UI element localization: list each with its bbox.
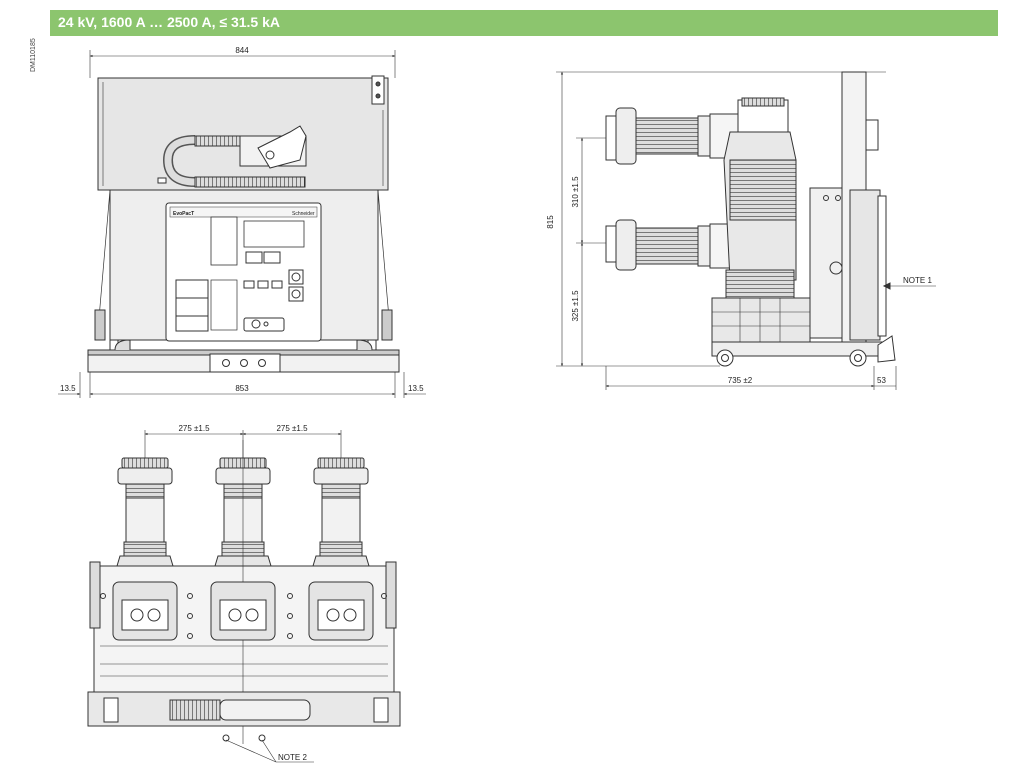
dim-815: 815 <box>546 215 555 229</box>
panel-logo: Schneider <box>292 211 315 217</box>
dim-853: 853 <box>235 384 249 393</box>
dim-13-5-right: 13.5 <box>408 384 424 393</box>
dim-275-right: 275 ±1.5 <box>276 424 308 433</box>
page-title: 24 kV, 1600 A … 2500 A, ≤ 31.5 kA <box>58 14 280 30</box>
dim-325: 325 ±1.5 <box>571 290 580 322</box>
front-view <box>58 50 426 398</box>
panel-brand: EvoPacT <box>173 211 194 217</box>
note-1: NOTE 1 <box>903 276 932 285</box>
dim-310: 310 ±1.5 <box>571 176 580 208</box>
dim-53: 53 <box>877 376 886 385</box>
dim-13-5-left: 13.5 <box>60 384 76 393</box>
side-view <box>556 71 936 390</box>
header-bar: 24 kV, 1600 A … 2500 A, ≤ 31.5 kA <box>50 10 998 36</box>
top-view <box>87 430 401 763</box>
dim-844: 844 <box>235 46 249 55</box>
dim-275-left: 275 ±1.5 <box>178 424 210 433</box>
dim-735: 735 ±2 <box>728 376 753 385</box>
note-2: NOTE 2 <box>278 753 307 762</box>
